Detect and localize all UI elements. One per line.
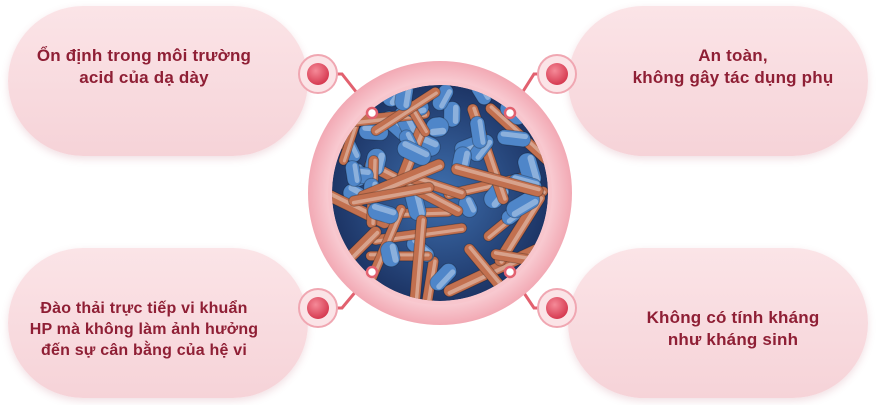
bacterium-highlight [332,178,389,224]
bacterium-highlight [403,85,412,109]
bacterium-shape [450,163,544,198]
ring-dot-icon [503,106,517,120]
ring-dot-icon [503,265,517,279]
bacterium-highlight [412,175,464,195]
bacterium-shape [367,202,399,225]
bacterium-highlight [439,89,452,109]
bacterium-highlight [374,91,438,134]
bacterium-highlight [352,163,360,183]
bacterium-shape [344,160,362,187]
feature-line: Ổn định trong môi trường [36,46,252,65]
bacterium-highlight [500,131,529,140]
feature-text-acid-stable: Ổn định trong môi trường acid của dạ dày [37,45,251,89]
feature-line: acid của dạ dày [79,68,209,87]
feature-line: HP mà không làm ảnh hưởng [29,320,259,338]
bacterium-shape [408,214,428,301]
bacterium-shape [429,262,458,292]
bacterium-highlight [475,139,493,160]
bacterium-highlight [414,218,426,301]
feature-text-safe: An toàn, không gây tác dụng phụ [633,45,834,89]
bacterium-highlight [468,246,506,290]
ring-dots [365,106,517,279]
feature-text-no-resistance: Không có tính kháng như kháng sinh [647,307,820,351]
bacterium-highlight [466,197,477,213]
ring-dot-icon [365,106,379,120]
feature-line: Đào thải trực tiếp vi khuẩn [40,299,248,317]
feature-line: không gây tác dụng phụ [632,68,834,87]
bacterium-highlight [527,154,540,184]
ring-dot-icon [365,265,379,279]
feature-card-safe: An toàn, không gây tác dụng phụ [568,6,868,156]
bacterium-highlight [477,118,486,145]
bacterium-highlight [371,204,397,216]
bacterium-shape [496,129,532,148]
bacterium-shape [396,139,432,166]
bacterium-shape [469,115,488,149]
bacterium-highlight [452,104,459,125]
connector-dot-icon [298,288,338,328]
bacterium-highlight [429,127,447,136]
bacterium-highlight [402,141,430,158]
bacterium-highlight [423,259,437,301]
bacterium-highlight [351,187,432,205]
feature-line: như kháng sinh [667,330,799,349]
bacterium-highlight [436,269,456,290]
bacterium-shape [380,240,401,268]
bacterium-shape [418,255,440,301]
feature-line: Không có tính kháng [646,308,820,327]
feature-line: An toàn, [698,46,768,65]
feature-text-hp-elimination: Đào thải trực tiếp vi khuẩn HP mà không … [30,298,259,361]
feature-line: đến sự cân bằng của hệ vi [41,341,247,359]
connector-dot-icon [298,54,338,94]
bacterium-highlight [454,165,541,192]
bacterium-highlight [420,135,439,148]
connector-nodes [298,54,577,328]
bacterium-highlight [511,198,539,217]
bacterium-shape [443,101,462,128]
bacterium-highlight [499,196,544,264]
connector-dot-icon [537,288,577,328]
feature-card-no-resistance: Không có tính kháng như kháng sinh [568,248,868,398]
bacterium-shape [348,181,435,207]
feature-card-acid-stable: Ổn định trong môi trường acid của dạ dày [8,6,308,156]
bacteria-microscope-image [332,85,548,301]
bacterium-highlight [389,243,399,263]
feature-card-hp-elimination: Đào thải trực tiếp vi khuẩn HP mà không … [8,248,308,398]
connector-dot-icon [537,54,577,94]
